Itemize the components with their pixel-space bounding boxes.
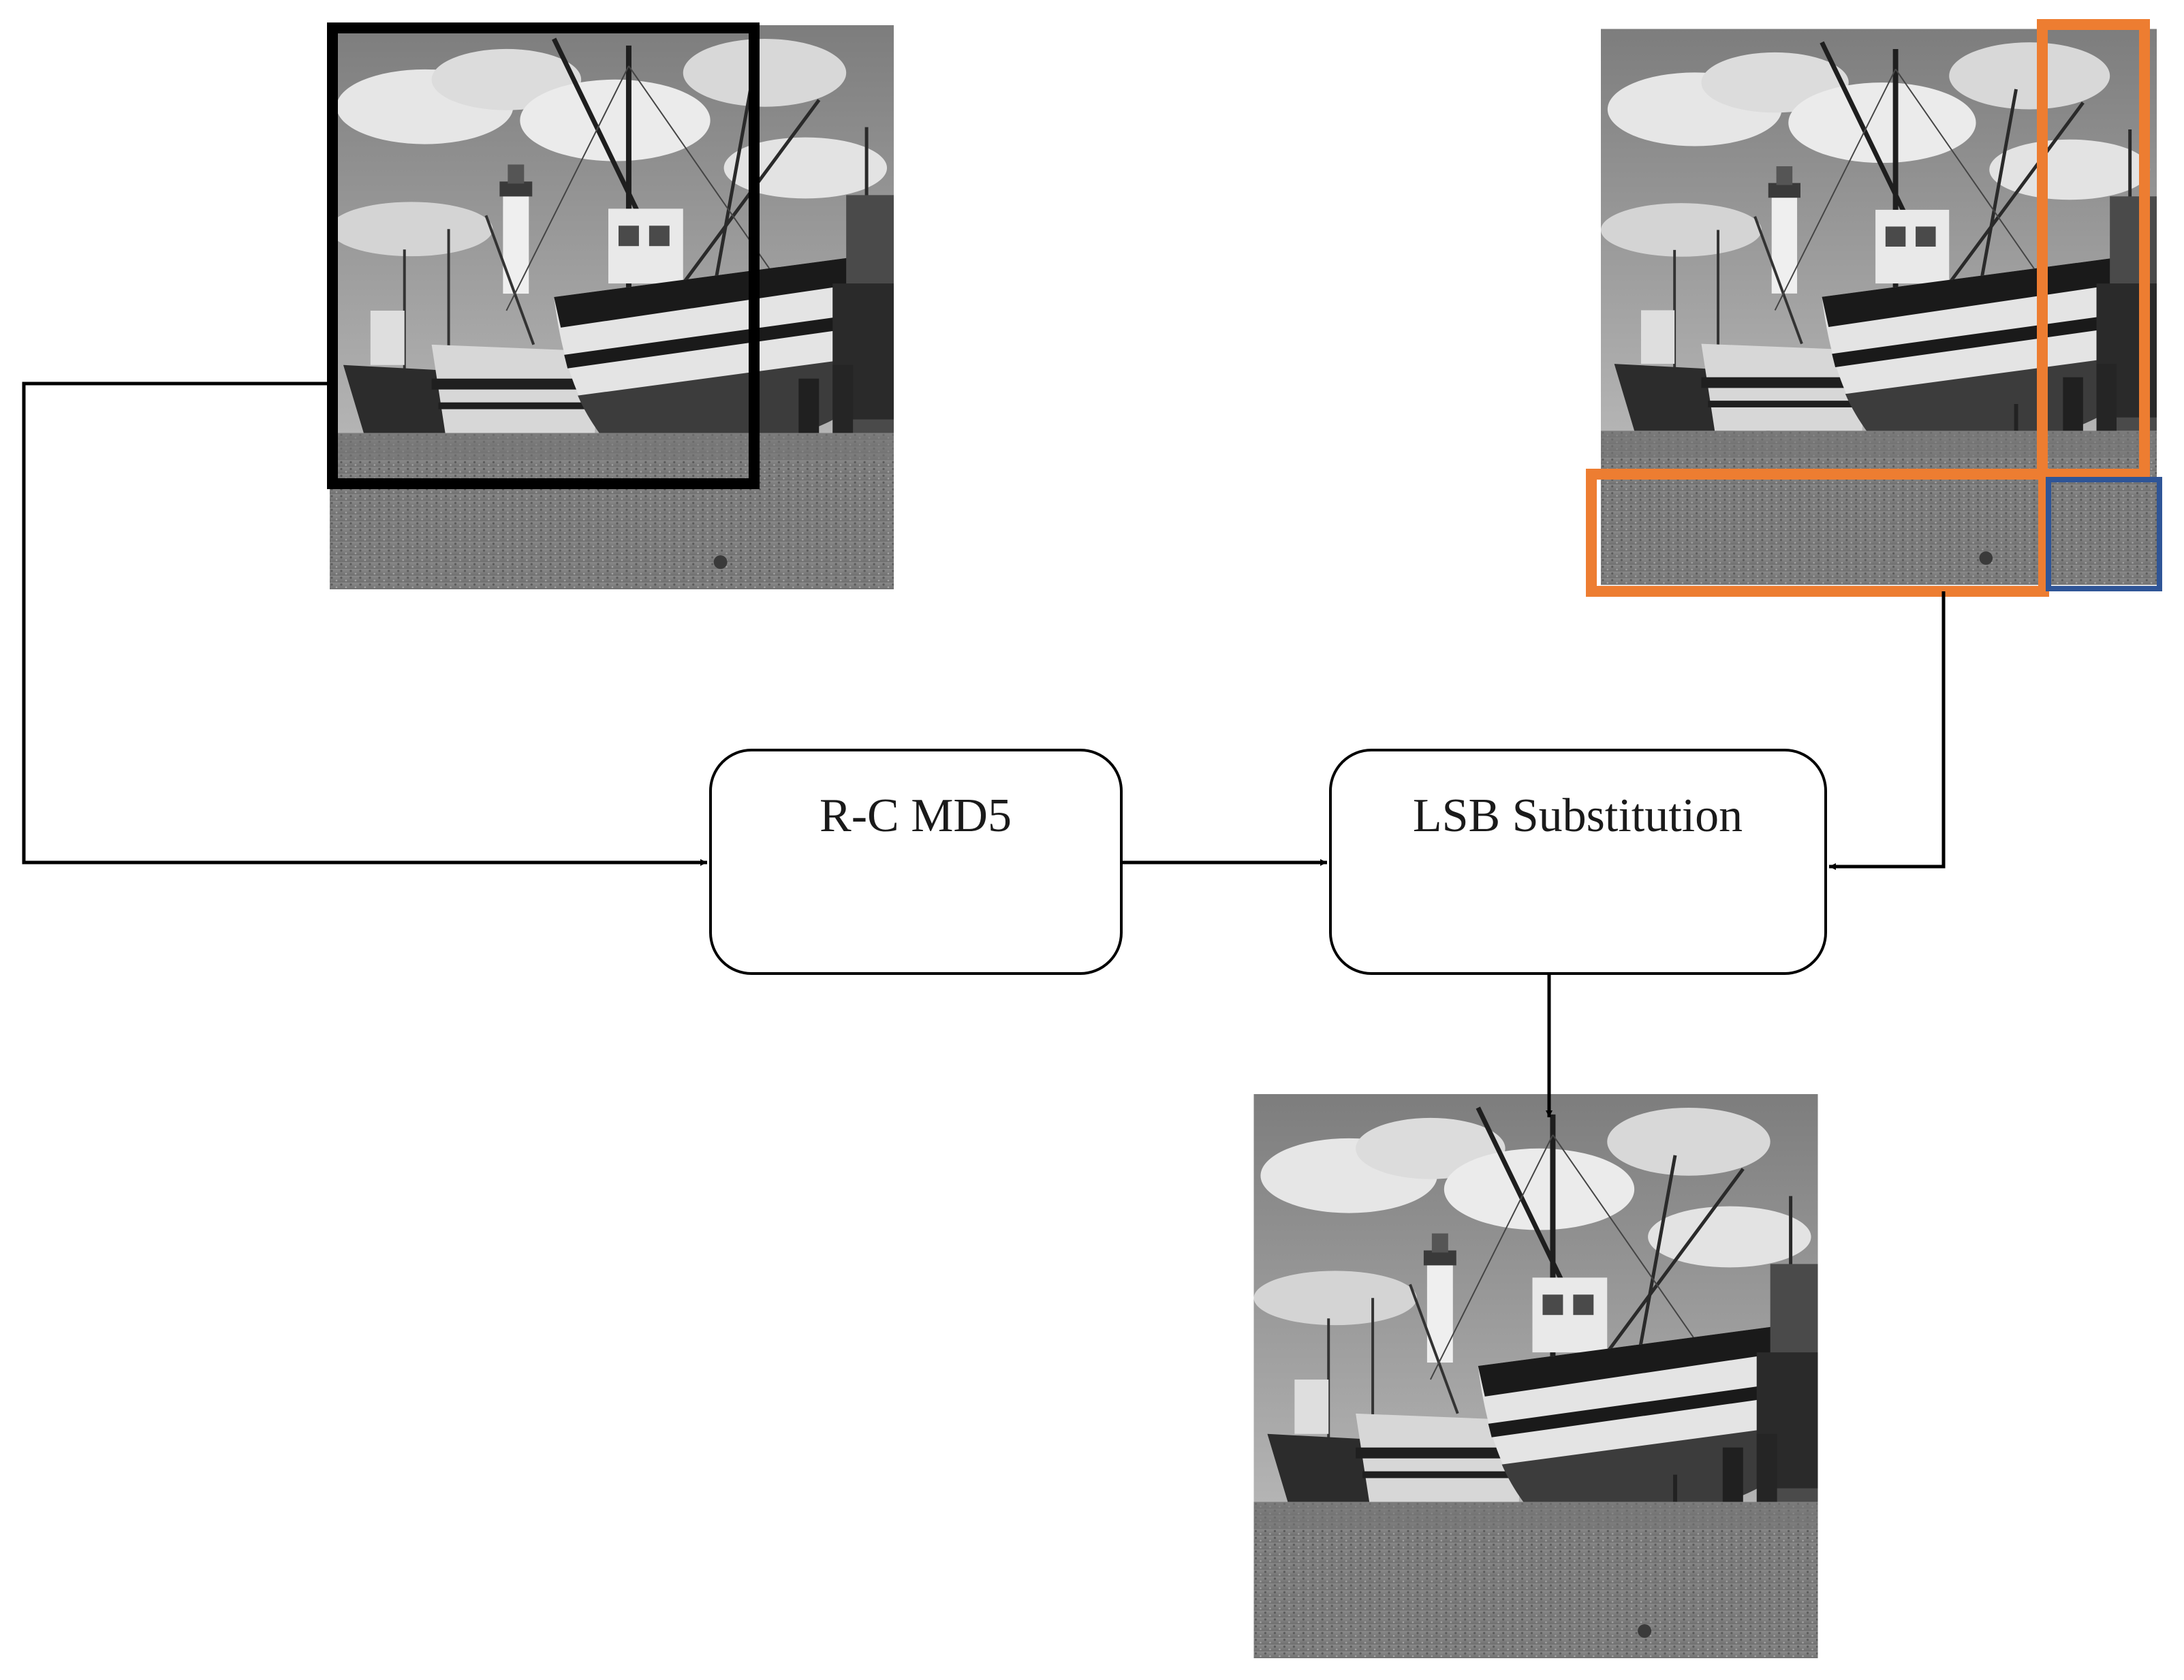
lsb-substitution-label: LSB Substitution (1413, 790, 1743, 842)
selection-frame (327, 22, 760, 489)
harbor-photo-icon (330, 25, 894, 589)
arrow-cover-to-lsb (1829, 591, 1946, 870)
rc-md5-label: R-C MD5 (820, 790, 1012, 842)
harbor-photo-icon (1254, 1094, 1818, 1658)
connectors (22, 382, 1946, 1117)
arrow-source-to-rcmd5 (22, 382, 707, 866)
corner-highlight (2046, 477, 2162, 591)
cover-image (1586, 19, 2162, 597)
lsb-substitution-box: LSB Substitution (1329, 749, 1827, 975)
harbor-photo-icon (1601, 29, 2157, 585)
right-edge-highlight (2037, 19, 2150, 480)
bottom-edge-highlight (1586, 469, 2049, 597)
rc-md5-box: R-C MD5 (709, 749, 1123, 975)
source-image (327, 22, 894, 589)
output-image (1254, 1094, 1818, 1658)
